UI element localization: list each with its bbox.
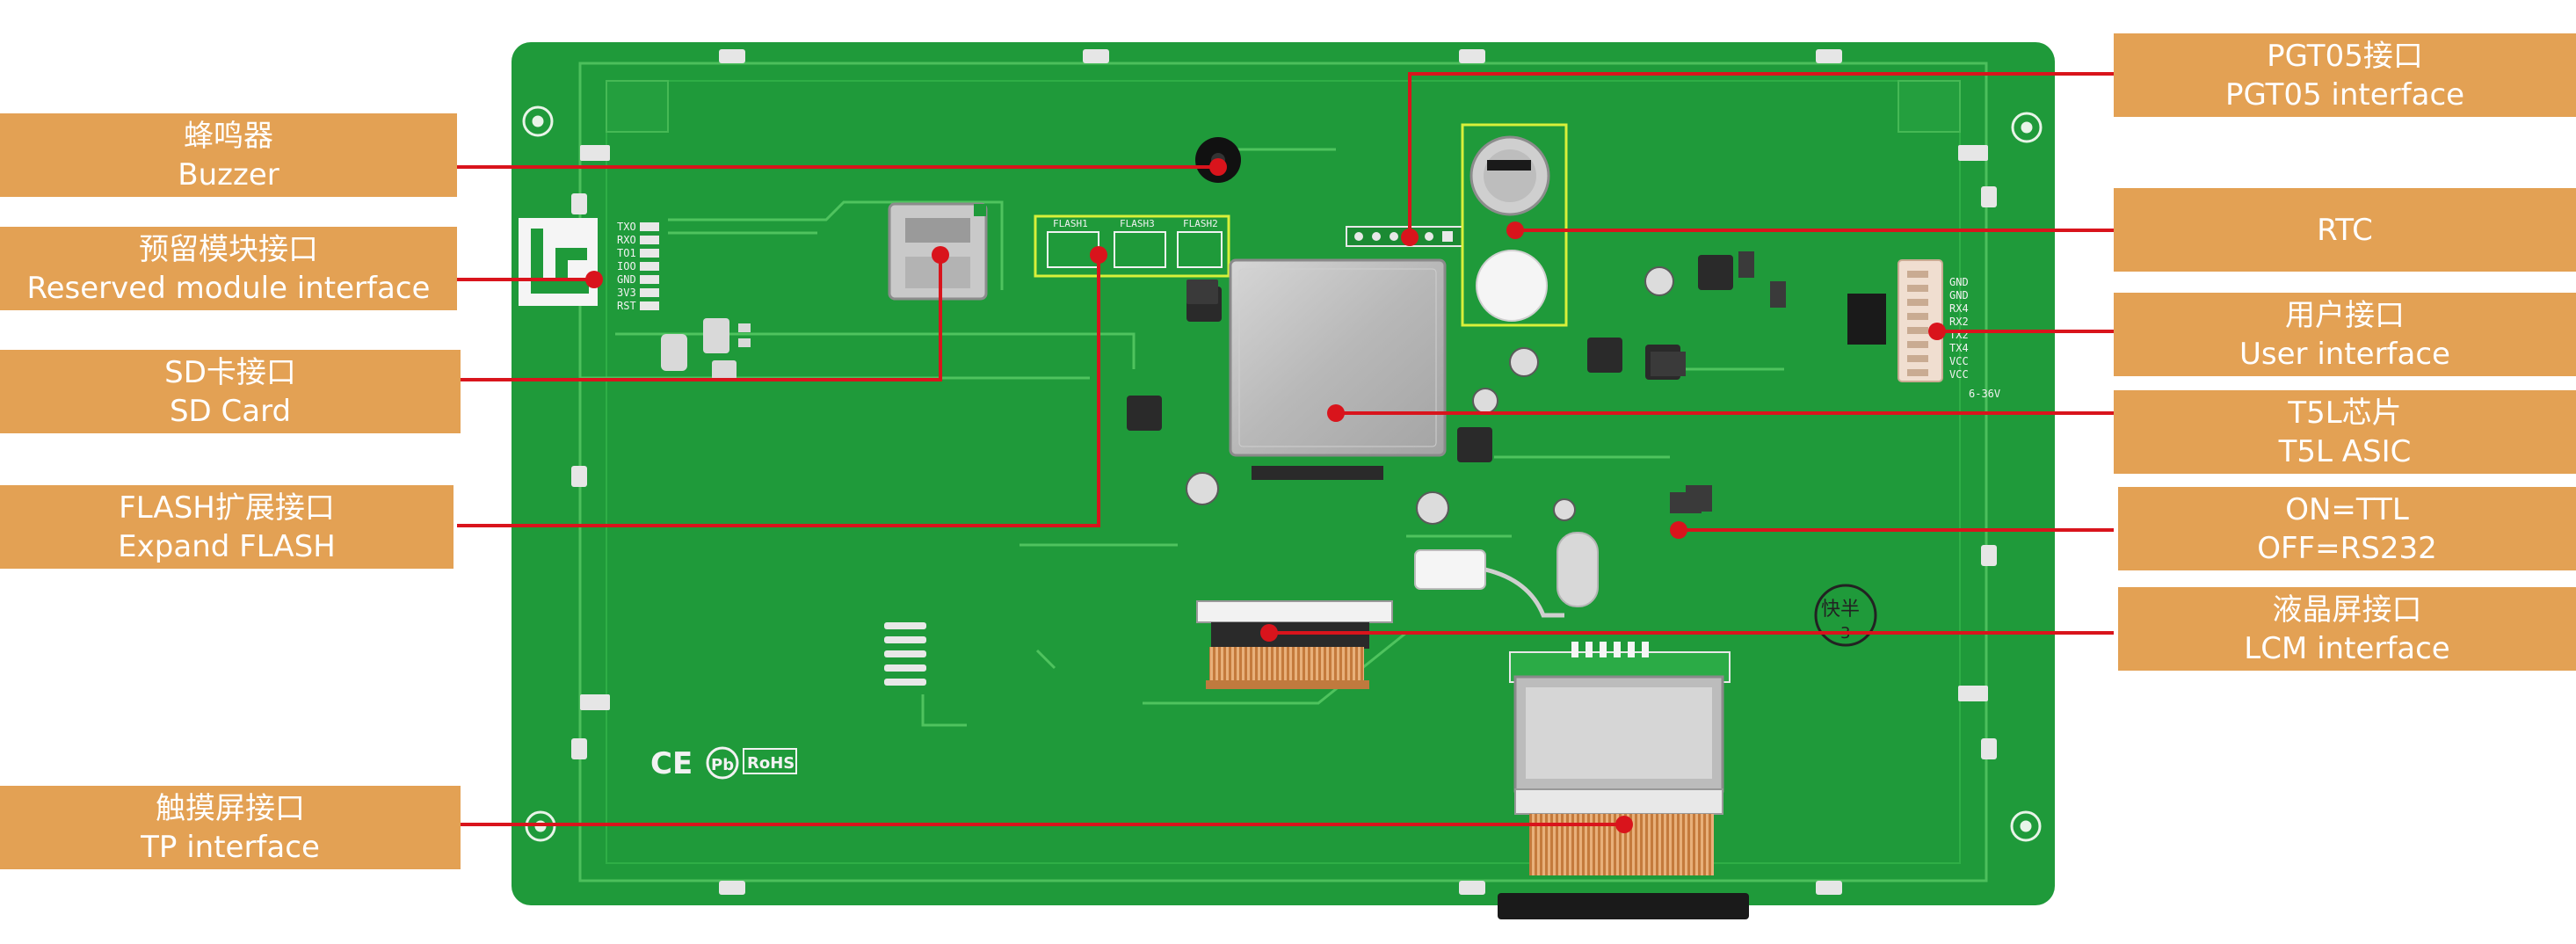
reserved-module-label-zh: 预留模块接口: [139, 231, 318, 267]
sd-card-label-en: SD Card: [169, 393, 292, 429]
pgt05-label: PGT05接口 PGT05 interface: [2114, 33, 2576, 117]
flash-label: FLASH2: [1183, 218, 1218, 229]
flash-label-en: Expand FLASH: [118, 528, 336, 564]
rohs-mark: RoHS: [747, 754, 795, 773]
test-pads: [884, 622, 926, 686]
leader-sd: [461, 255, 942, 381]
right-pin-label: TX4: [1949, 342, 1969, 354]
reserved-module-label: 预留模块接口 Reserved module interface: [0, 227, 457, 310]
user-connector: [1847, 259, 1943, 382]
user-interface-label-en: User interface: [2239, 336, 2450, 372]
rtc-label: RTC: [2114, 188, 2576, 272]
left-pin-labels: TXO RXO TO1 IOO GND 3V3 RST: [617, 221, 636, 312]
t5l-label-zh: T5L芯片: [2288, 395, 2402, 431]
t5l-label-en: T5L ASIC: [2278, 433, 2412, 469]
right-pin-label: GND: [1949, 276, 1969, 288]
pb-mark: Pb: [711, 756, 734, 774]
flash-label: FLASH1: [1053, 218, 1088, 229]
ttl-switch-label: ON=TTL OFF=RS232: [2118, 487, 2576, 570]
ttl-switch-label-on: ON=TTL: [2285, 491, 2409, 527]
pgt05-label-en: PGT05 interface: [2224, 76, 2465, 113]
user-interface-label-zh: 用户接口: [2285, 297, 2405, 333]
left-pin-label: 3V3: [617, 287, 636, 299]
right-pin-label: RX4: [1949, 302, 1969, 315]
leader-dots: [585, 158, 1946, 833]
left-pin-label: TXO: [617, 221, 636, 233]
rtc-highlight-box: [1461, 123, 1568, 327]
left-pin-label: TO1: [617, 247, 636, 259]
reserved-module-label-en: Reserved module interface: [26, 270, 431, 306]
flash-labels: FLASH1 FLASH3 FLASH2: [1053, 218, 1218, 229]
pgt05-label-zh: PGT05接口: [2267, 38, 2423, 74]
tp-interface-label-zh: 触摸屏接口: [156, 790, 305, 826]
buzzer-label-zh: 蜂鸣器: [184, 118, 273, 154]
buzzer-label: 蜂鸣器 Buzzer: [0, 113, 457, 197]
voltage-label: 6-36V: [1969, 388, 2000, 400]
rtc-label-en: RTC: [2317, 212, 2373, 248]
slot-cutout: [1556, 532, 1599, 607]
right-pin-label: VCC: [1949, 368, 1969, 381]
left-pin-label: RXO: [617, 234, 636, 246]
right-pin-label: RX2: [1949, 316, 1969, 328]
mounting-holes: [522, 105, 2043, 842]
small-ics: [1186, 251, 1786, 513]
sd-card-label: SD卡接口 SD Card: [0, 350, 461, 433]
user-interface-label: 用户接口 User interface: [2114, 293, 2576, 376]
ce-mark: CE: [650, 746, 693, 781]
left-small-components: [661, 318, 751, 380]
left-pin-label: RST: [617, 300, 636, 312]
lcm-interface-label-en: LCM interface: [2244, 630, 2450, 666]
leader-pgt05: [1408, 72, 2114, 237]
t5l-label: T5L芯片 T5L ASIC: [2114, 390, 2576, 474]
sd-card-label-zh: SD卡接口: [164, 354, 296, 390]
tp-interface-label-en: TP interface: [141, 829, 320, 865]
rtc-battery: [1469, 135, 1550, 322]
capacitors: [1186, 266, 1674, 525]
left-pin-label: GND: [617, 273, 636, 286]
lcm-interface-label-zh: 液晶屏接口: [2272, 592, 2422, 628]
certification-marks: CE Pb RoHS: [650, 746, 797, 781]
right-pin-label: VCC: [1949, 355, 1969, 367]
right-pin-label: GND: [1949, 289, 1969, 301]
lcm-connector: [1196, 600, 1393, 689]
leader-flash: [457, 255, 1100, 527]
ttl-switch-label-off: OFF=RS232: [2257, 530, 2437, 566]
left-pin-label: IOO: [617, 260, 636, 272]
edge-clips: [571, 49, 1997, 895]
tp-interface-label: 触摸屏接口 TP interface: [0, 786, 461, 869]
lcm-interface-label: 液晶屏接口 LCM interface: [2118, 587, 2576, 671]
buzzer-label-en: Buzzer: [178, 156, 279, 192]
stamp-text: 快半: [1821, 599, 1860, 621]
flash-label-zh: FLASH扩展接口: [119, 490, 335, 526]
reserved-module-header: [519, 218, 659, 310]
leader-lines: [457, 72, 2114, 826]
flash-label: FLASH扩展接口 Expand FLASH: [0, 485, 454, 569]
t5l-shield: [1229, 258, 1447, 457]
white-plug: [1414, 549, 1486, 590]
flash-label: FLASH3: [1120, 218, 1155, 229]
flash-highlight-box: [1034, 214, 1230, 278]
